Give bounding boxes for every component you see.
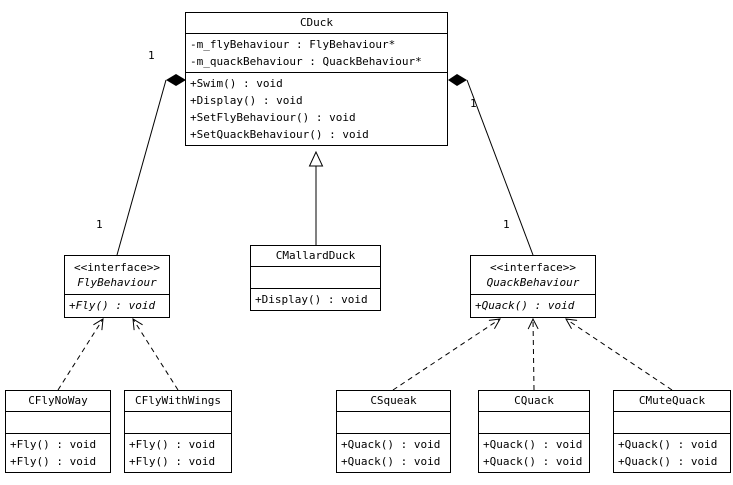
- interface-box-flybehaviour: <<interface>> FlyBehaviour +Fly() : void: [64, 255, 170, 318]
- attributes-compartment: [337, 411, 450, 433]
- class-name: CFlyNoWay: [28, 394, 88, 407]
- composition-fly-diamond-icon: [166, 74, 186, 86]
- method: +Fly() : void: [10, 438, 97, 451]
- method: +Fly() : void: [10, 455, 97, 468]
- methods-compartment: +Fly() : void: [65, 294, 169, 317]
- interface-name: QuackBehaviour: [486, 276, 580, 289]
- methods-compartment: +Fly() : void +Fly() : void: [125, 433, 231, 472]
- class-box-cduck: CDuck -m_flyBehaviour : FlyBehaviour* -m…: [185, 12, 448, 146]
- stereotype: <<interface>>: [73, 261, 161, 274]
- methods-compartment: +Quack() : void +Quack() : void: [479, 433, 589, 472]
- method: +Swim() : void: [190, 77, 283, 90]
- class-box-csqueak: CSqueak +Quack() : void +Quack() : void: [336, 390, 451, 473]
- attributes-compartment: [479, 411, 589, 433]
- realization-cquack-line: [527, 317, 539, 391]
- attributes-compartment: -m_flyBehaviour : FlyBehaviour* -m_quack…: [186, 33, 447, 72]
- method: +Quack() : void: [483, 455, 583, 468]
- realization-cflynoway-line: [57, 318, 104, 391]
- methods-compartment: +Quack() : void: [471, 294, 595, 317]
- methods-compartment: +Swim() : void +Display() : void +SetFly…: [186, 72, 447, 145]
- interface-name: FlyBehaviour: [77, 276, 157, 289]
- class-box-cmallardduck: CMallardDuck +Display() : void: [250, 245, 381, 311]
- class-box-cmutequack: CMuteQuack +Quack() : void +Quack() : vo…: [613, 390, 731, 473]
- method: +Fly() : void: [129, 455, 216, 468]
- methods-compartment: +Display() : void: [251, 288, 380, 310]
- method: +Quack() : void: [618, 455, 718, 468]
- methods-compartment: +Fly() : void +Fly() : void: [6, 433, 110, 472]
- attribute: -m_flyBehaviour : FlyBehaviour*: [190, 38, 396, 51]
- multiplicity-fly-interface: 1: [96, 218, 103, 231]
- composition-quack-diamond-icon: [448, 74, 467, 86]
- attributes-compartment: [6, 411, 110, 433]
- realization-csqueak-line: [392, 318, 501, 391]
- stereotype: <<interface>>: [489, 261, 577, 274]
- method: +Fly() : void: [69, 299, 156, 312]
- class-name: CMuteQuack: [638, 394, 706, 407]
- method: +SetFlyBehaviour() : void: [190, 111, 356, 124]
- class-box-cflynoway: CFlyNoWay +Fly() : void +Fly() : void: [5, 390, 111, 473]
- composition-fly-line: [116, 79, 167, 256]
- attribute: -m_quackBehaviour : QuackBehaviour*: [190, 55, 422, 68]
- multiplicity-fly-cduck: 1: [148, 49, 155, 62]
- realization-cmutequack-line: [565, 318, 673, 391]
- method: +Display() : void: [190, 94, 303, 107]
- method: +SetQuackBehaviour() : void: [190, 128, 369, 141]
- class-name: CDuck: [299, 16, 334, 29]
- method: +Quack() : void: [341, 455, 441, 468]
- class-name: CSqueak: [370, 394, 417, 407]
- class-box-cquack: CQuack +Quack() : void +Quack() : void: [478, 390, 590, 473]
- class-name: CQuack: [514, 394, 554, 407]
- class-box-cflywithwings: CFlyWithWings +Fly() : void +Fly() : voi…: [124, 390, 232, 473]
- method: +Quack() : void: [341, 438, 441, 451]
- composition-quack-line: [466, 79, 534, 256]
- attributes-compartment: [251, 266, 380, 288]
- class-name: CFlyWithWings: [134, 394, 222, 407]
- class-name: CMallardDuck: [275, 249, 356, 262]
- attributes-compartment: [125, 411, 231, 433]
- interface-header: <<interface>> FlyBehaviour: [65, 256, 169, 294]
- multiplicity-quack-interface: 1: [503, 218, 510, 231]
- method: +Quack() : void: [483, 438, 583, 451]
- interface-header: <<interface>> QuackBehaviour: [471, 256, 595, 294]
- method: +Display() : void: [255, 293, 368, 306]
- methods-compartment: +Quack() : void +Quack() : void: [337, 433, 450, 472]
- attributes-compartment: [614, 411, 730, 433]
- realization-cflywithwings-line: [132, 318, 179, 391]
- interface-box-quackbehaviour: <<interface>> QuackBehaviour +Quack() : …: [470, 255, 596, 318]
- method: +Quack() : void: [475, 299, 575, 312]
- method: +Quack() : void: [618, 438, 718, 451]
- methods-compartment: +Quack() : void +Quack() : void: [614, 433, 730, 472]
- method: +Fly() : void: [129, 438, 216, 451]
- multiplicity-quack-cduck: 1: [470, 97, 477, 110]
